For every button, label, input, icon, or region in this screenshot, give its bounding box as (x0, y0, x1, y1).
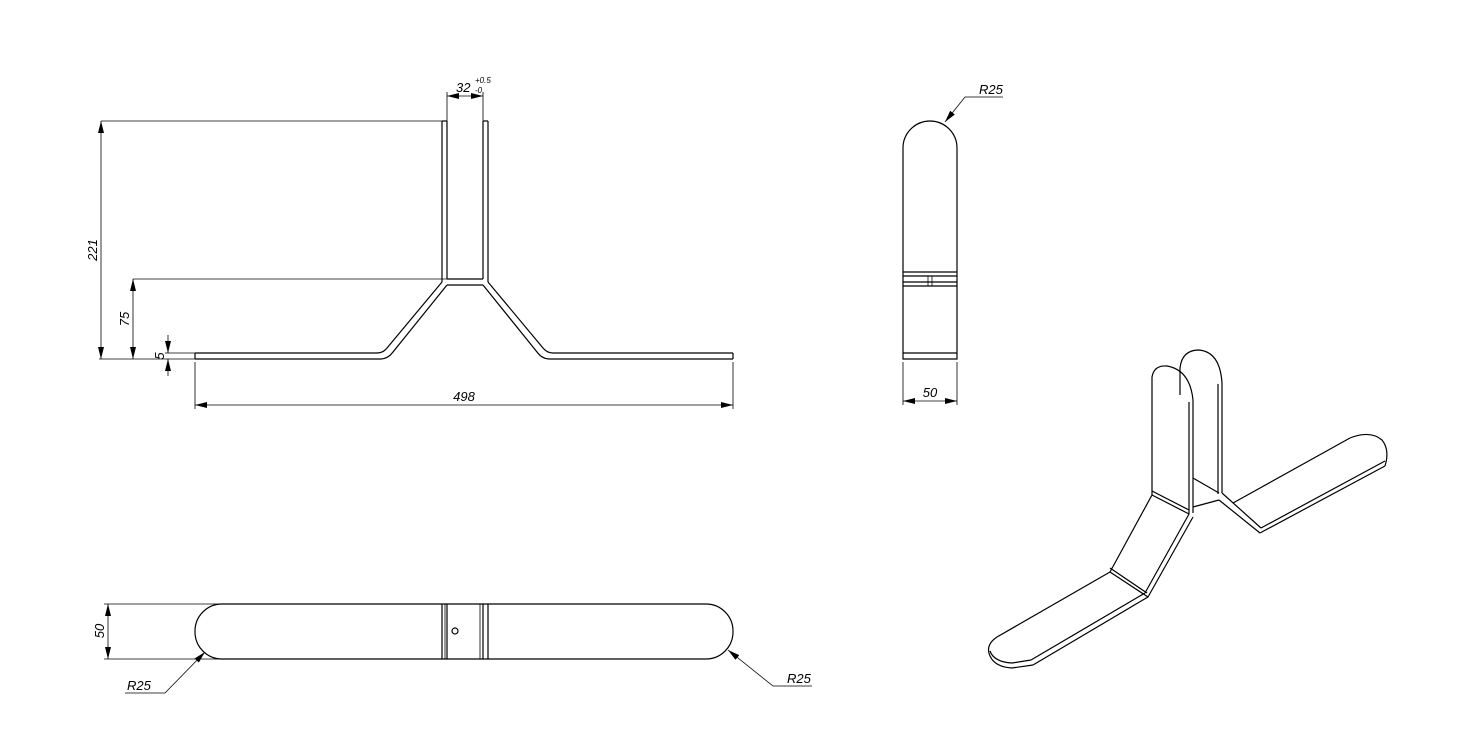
isometric-view (987, 349, 1388, 669)
top-view-part-outline (194, 603, 734, 660)
side-view-part-outline (902, 120, 958, 360)
top-view: 50 R25 R25 (92, 603, 812, 694)
dim-width-50: 50 (923, 385, 938, 400)
dim-radius-r25: R25 (979, 82, 1004, 97)
front-view: 221 75 5 498 32 +0.5 -0 (85, 76, 734, 409)
front-view-dimension-lines (98, 92, 734, 409)
front-view-part-outline (194, 120, 734, 360)
dim-radius-left-r25: R25 (127, 678, 152, 693)
dim-gap-tolerance-lower: -0 (475, 86, 483, 95)
dim-height-75: 75 (117, 311, 132, 326)
dim-gap-32: 32 (456, 80, 471, 95)
dim-length-498: 498 (453, 389, 475, 404)
side-view: 50 R25 (902, 82, 1004, 405)
dim-thickness-5: 5 (152, 352, 167, 360)
dim-width-50-top: 50 (92, 623, 107, 638)
dim-height-221: 221 (85, 239, 100, 262)
dim-gap-tolerance-upper: +0.5 (475, 76, 491, 85)
dim-radius-right-r25: R25 (787, 671, 812, 686)
